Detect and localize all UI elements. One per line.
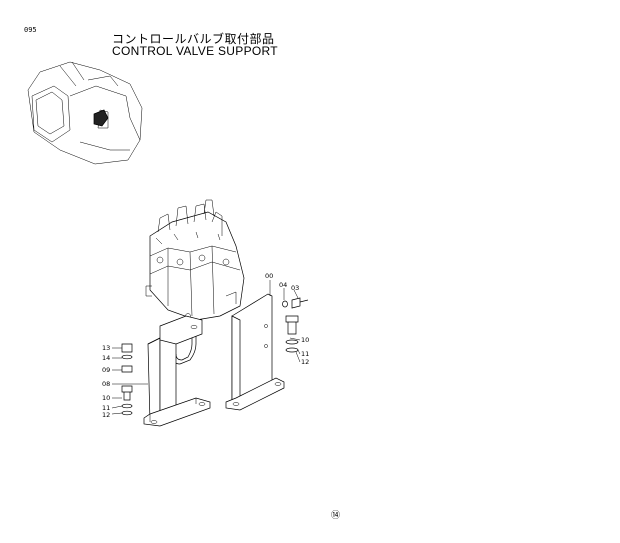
callout-12-right: 12	[301, 358, 309, 366]
callout-04: 04	[279, 281, 287, 289]
callout-09: 09	[102, 366, 110, 374]
left-fasteners	[121, 343, 133, 416]
leader-lines	[111, 280, 301, 415]
footer-symbol: ⑭	[331, 510, 340, 521]
callout-11-left: 11	[102, 404, 110, 412]
callout-10-left: 10	[102, 394, 110, 402]
control-valve-block	[145, 199, 245, 321]
callout-03: 03	[291, 284, 299, 292]
title-japanese: コントロールバルブ取付部品	[112, 32, 275, 46]
callout-11-right: 11	[301, 350, 309, 358]
callout-13: 13	[102, 344, 110, 352]
callout-08: 08	[102, 380, 110, 388]
excavator-thumbnail	[27, 61, 143, 165]
callout-14: 14	[102, 354, 110, 362]
callout-00: 00	[265, 272, 273, 280]
right-support-bracket	[225, 293, 285, 411]
left-support-bracket	[143, 315, 211, 427]
title-english: CONTROL VALVE SUPPORT	[112, 44, 278, 58]
right-fasteners	[282, 297, 309, 353]
page-number: 095	[24, 26, 37, 34]
callout-10-right: 10	[301, 336, 309, 344]
callout-12-left: 12	[102, 411, 110, 419]
